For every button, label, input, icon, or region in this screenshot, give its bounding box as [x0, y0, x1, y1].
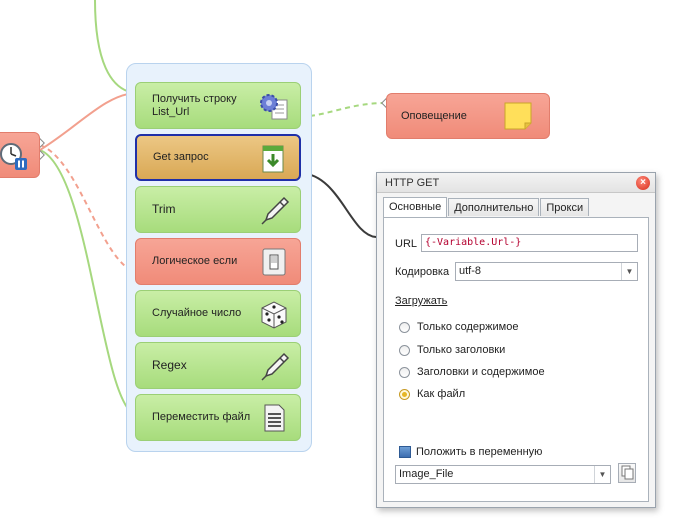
variable-select[interactable]: Image_File ▼ [395, 465, 611, 484]
radio-as-file[interactable]: Как файл [399, 386, 465, 402]
start-node[interactable] [0, 132, 40, 178]
http-get-panel[interactable]: HTTP GET × Основные Дополнительно Прокси… [376, 172, 656, 508]
close-icon[interactable]: × [636, 176, 650, 190]
node-label: Оповещение [401, 110, 467, 122]
url-field[interactable]: {-Variable.Url-} [421, 234, 638, 252]
gear-document-icon [260, 94, 288, 120]
checkbox-label: Положить в переменную [416, 446, 543, 458]
radio-button[interactable] [399, 344, 410, 356]
switch-icon [262, 248, 286, 276]
radio-label: Как файл [417, 388, 466, 400]
encoding-select[interactable]: utf-8 ▼ [455, 262, 638, 281]
tab-main[interactable]: Основные [383, 197, 448, 217]
red-link-start [39, 92, 136, 151]
url-label: URL [395, 238, 418, 250]
tab-additional[interactable]: Дополнительно [448, 198, 540, 216]
radio-button[interactable] [399, 366, 410, 378]
node-get-list-row[interactable]: Получить строку List_Url [135, 82, 301, 129]
node-label: Переместить файл [152, 411, 251, 423]
chevron-down-icon[interactable]: ▼ [621, 263, 637, 280]
copy-variable-button[interactable] [618, 463, 636, 483]
radio-label: Заголовки и содержимое [417, 366, 545, 378]
pen-icon [261, 196, 290, 225]
panel-title: HTTP GET [377, 173, 655, 193]
put-in-variable-checkbox[interactable]: Положить в переменную [399, 446, 542, 458]
panel-link [300, 172, 377, 238]
red-dashed-link [39, 144, 136, 273]
dice-icon [261, 301, 287, 329]
node-label: Get запрос [153, 151, 209, 163]
load-section-title: Загружать [395, 295, 448, 307]
green-link-bottom [39, 149, 136, 416]
node-logical-if[interactable]: Логическое если [135, 238, 301, 285]
node-label: Логическое если [152, 255, 238, 267]
node-label: Получить строку List_Url [152, 92, 237, 118]
chevron-down-icon[interactable]: ▼ [594, 466, 610, 483]
pen-icon [261, 352, 290, 381]
radio-only-headers[interactable]: Только заголовки [399, 342, 505, 358]
node-label: Trim [152, 202, 176, 216]
url-value: {-Variable.Url-} [425, 237, 522, 248]
panel-tabs: Основные Дополнительно Прокси [383, 197, 590, 217]
node-label: Случайное число [152, 307, 242, 319]
clock-pause-icon [0, 143, 27, 170]
tab-proxy[interactable]: Прокси [540, 198, 590, 216]
green-dashed-link [300, 102, 387, 118]
node-trim[interactable]: Trim [135, 186, 301, 233]
radio-label: Только содержимое [417, 321, 519, 333]
node-notification[interactable]: Оповещение [386, 93, 550, 139]
sticky-note-icon [504, 102, 532, 130]
radio-headers-and-content[interactable]: Заголовки и содержимое [399, 364, 545, 380]
radio-only-content[interactable]: Только содержимое [399, 319, 518, 335]
radio-label: Только заголовки [417, 344, 506, 356]
radio-button-selected[interactable] [399, 388, 410, 400]
node-regex[interactable]: Regex [135, 342, 301, 389]
encoding-value: utf-8 [459, 265, 482, 277]
copy-icon [621, 465, 634, 480]
node-move-file[interactable]: Переместить файл [135, 394, 301, 441]
node-random-number[interactable]: Случайное число [135, 290, 301, 337]
document-icon [264, 404, 285, 432]
encoding-label: Кодировка [395, 266, 450, 278]
variable-value: Image_File [399, 468, 454, 480]
radio-button[interactable] [399, 321, 410, 333]
download-icon [262, 145, 284, 173]
tab-content: URL {-Variable.Url-} Кодировка utf-8 ▼ З… [383, 217, 649, 502]
checkbox[interactable] [399, 446, 411, 458]
node-label: Regex [152, 358, 187, 372]
node-get-request[interactable]: Get запрос [135, 134, 301, 181]
